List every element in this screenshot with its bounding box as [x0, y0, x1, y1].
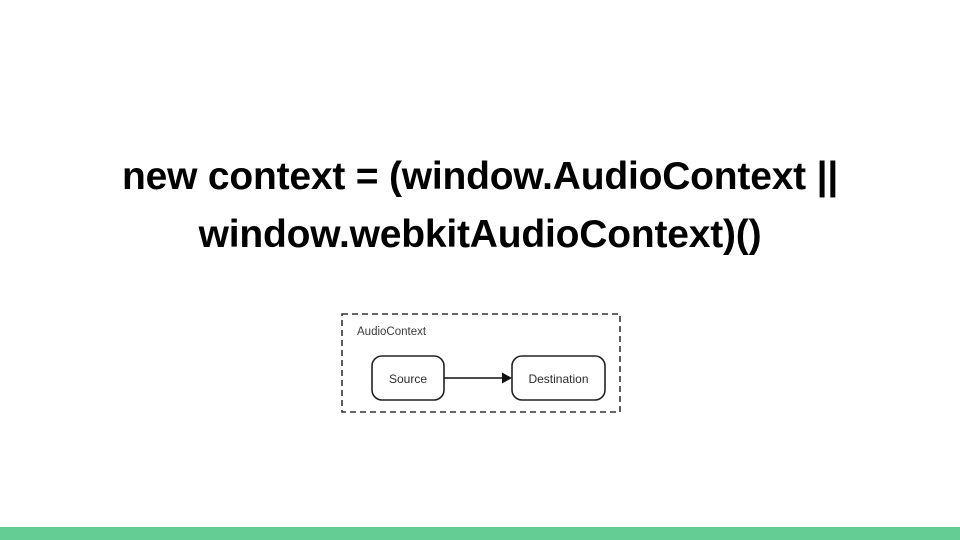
page-title: new context = (window.AudioContext || wi…: [60, 148, 900, 264]
footer-accent-bar: [0, 527, 960, 540]
destination-node-label: Destination: [528, 372, 588, 386]
source-node-label: Source: [389, 372, 427, 386]
title-line-1: new context = (window.AudioContext ||: [121, 155, 839, 198]
audiocontext-diagram: AudioContext Source Destination: [341, 313, 621, 413]
arrowhead-icon: [502, 372, 512, 384]
audiocontext-container-border: [341, 313, 621, 413]
audiocontext-container-label: AudioContext: [357, 326, 427, 338]
diagram-svg: AudioContext Source Destination: [341, 313, 621, 413]
title-line-2: window.webkitAudioContext)(): [198, 213, 762, 256]
